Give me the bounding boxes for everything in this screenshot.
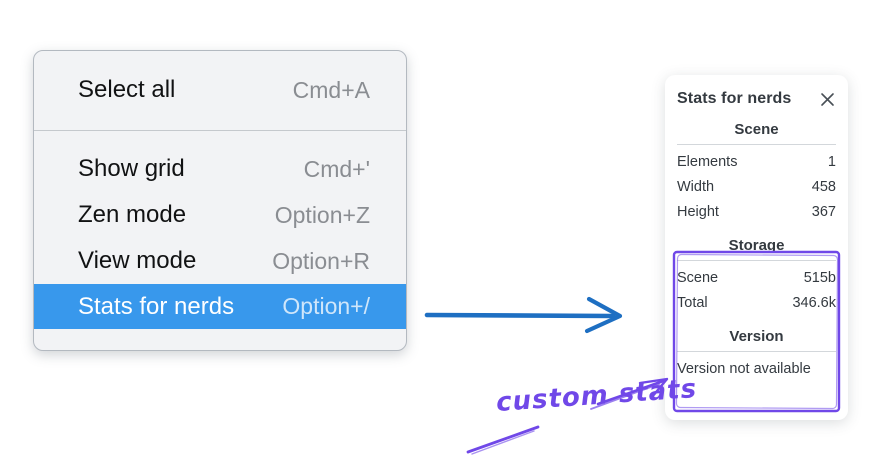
arrow-menu-to-panel [424, 296, 623, 334]
section-heading-scene: Scene [734, 121, 779, 138]
stat-label: Elements [677, 153, 738, 170]
stat-value: 458 [811, 178, 836, 195]
stat-label: Total [677, 294, 708, 311]
menu-item-view-mode[interactable]: View mode Option+R [34, 238, 406, 284]
menu-item-zen-mode[interactable]: Zen mode Option+Z [34, 192, 406, 238]
context-menu: Select all Cmd+A Show grid Cmd+' Zen mod… [33, 50, 407, 351]
section-rule [677, 260, 836, 261]
menu-item-label: Select all [78, 76, 176, 103]
stat-value: 346.6k [792, 294, 836, 311]
stat-value: 515b [803, 269, 836, 286]
stat-row-width: Width 458 [677, 174, 836, 199]
stats-panel-header: Stats for nerds [677, 90, 836, 108]
menu-item-shortcut: Cmd+' [303, 155, 370, 182]
close-icon[interactable] [818, 90, 836, 108]
stat-value: 1 [827, 153, 836, 170]
section-heading-version: Version [729, 328, 784, 345]
menu-item-label: Stats for nerds [78, 292, 235, 320]
stats-panel: Stats for nerds Scene Elements 1 Width 4… [665, 75, 848, 420]
stats-panel-title: Stats for nerds [677, 90, 792, 107]
menu-item-stats-for-nerds[interactable]: Stats for nerds Option+/ [34, 284, 406, 329]
stat-row-height: Height 367 [677, 199, 836, 224]
menu-item-shortcut: Option+/ [282, 293, 370, 319]
menu-item-select-all[interactable]: Select all Cmd+A [34, 67, 406, 113]
section-rule [677, 144, 836, 145]
menu-item-shortcut: Cmd+A [292, 76, 370, 103]
stat-label: Height [677, 203, 719, 220]
menu-item-label: Show grid [78, 155, 185, 182]
menu-divider [34, 130, 406, 131]
stat-label: Scene [677, 269, 719, 286]
section-heading-storage: Storage [728, 237, 785, 254]
menu-item-label: View mode [78, 247, 197, 274]
menu-item-shortcut: Option+R [272, 247, 370, 274]
menu-item-label: Zen mode [78, 201, 187, 228]
menu-item-show-grid[interactable]: Show grid Cmd+' [34, 146, 406, 192]
stat-row-elements: Elements 1 [677, 149, 836, 174]
stat-label: Width [677, 178, 715, 195]
stat-row-scene-storage: Scene 515b [677, 265, 836, 290]
version-note: Version not available [677, 361, 811, 377]
menu-item-shortcut: Option+Z [274, 201, 370, 228]
stat-value: 367 [811, 203, 836, 220]
stat-row-total-storage: Total 346.6k [677, 290, 836, 315]
section-rule [677, 351, 836, 352]
